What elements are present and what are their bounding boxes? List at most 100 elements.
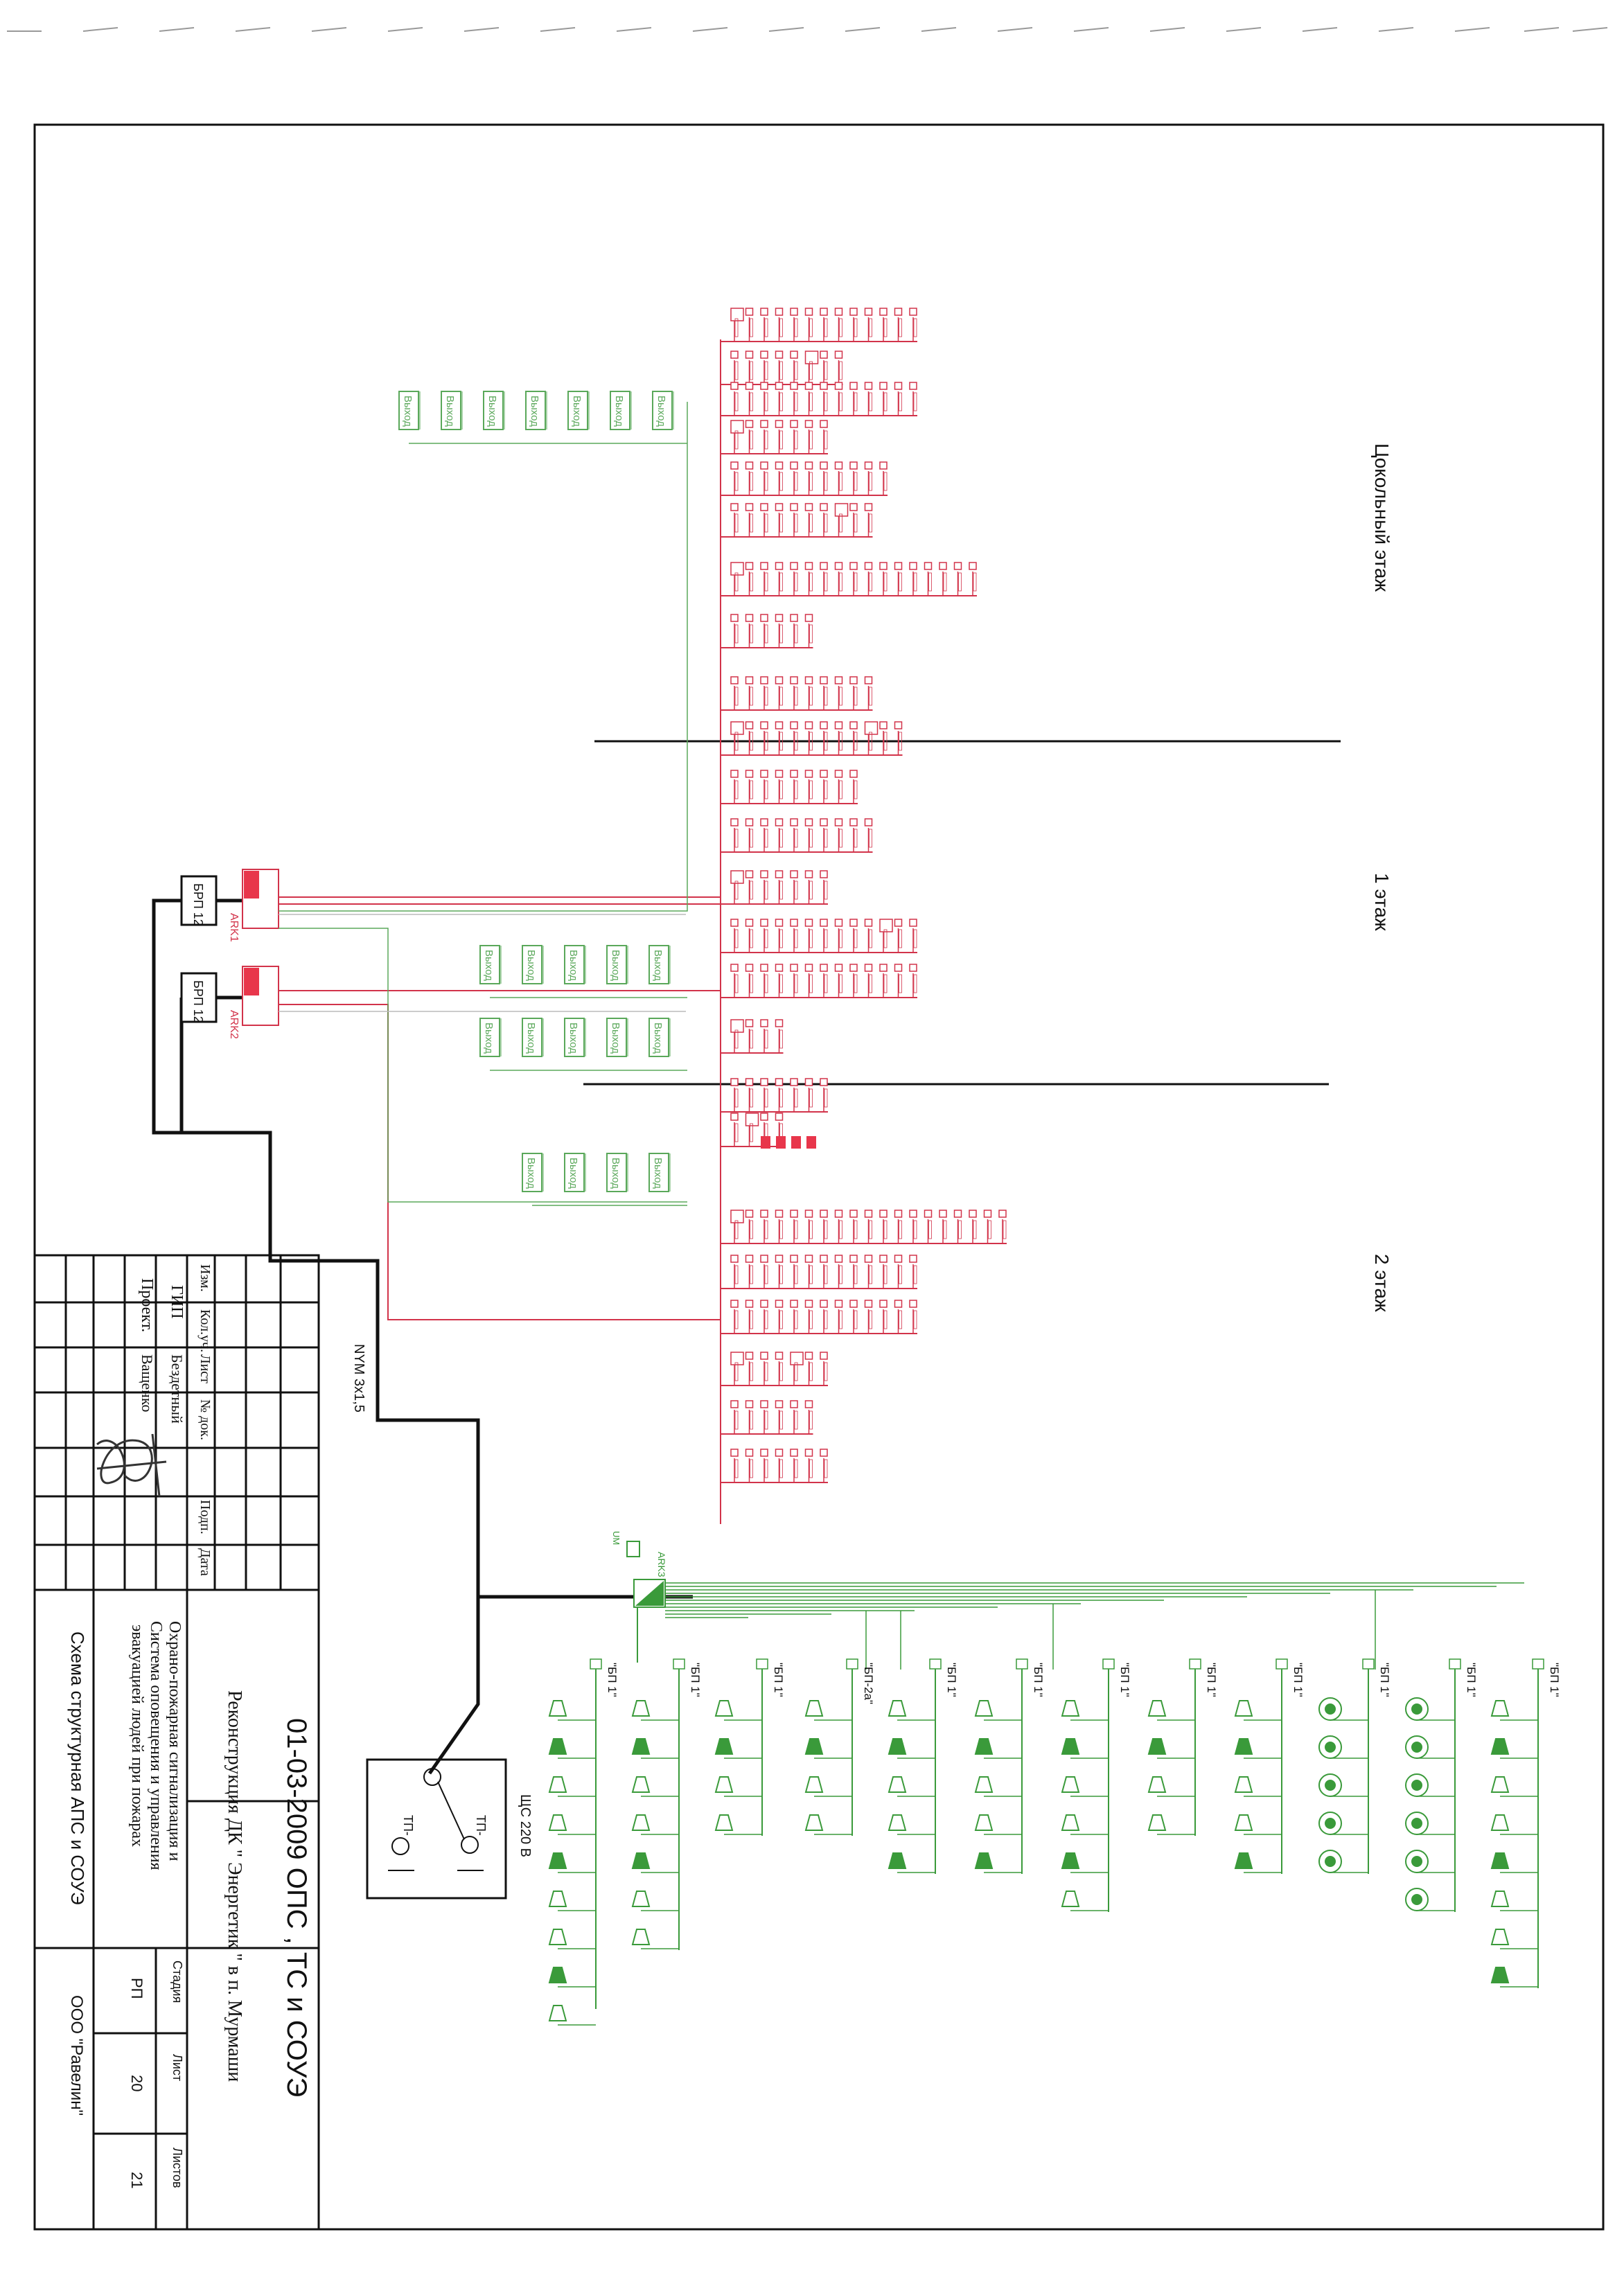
um-label: UM xyxy=(611,1531,621,1545)
exit-sign-label: Выход xyxy=(567,1023,579,1054)
speaker-branch-label: "БП 1" xyxy=(1378,1663,1391,1697)
exit-sign-box xyxy=(648,1153,669,1192)
exit-sign-box xyxy=(648,945,669,984)
exit-sign-box xyxy=(564,1153,585,1192)
exit-sign-label: Выход xyxy=(610,1158,621,1189)
exit-sign-box xyxy=(606,945,627,984)
fire-loop-4 xyxy=(721,420,828,454)
red-module xyxy=(791,1136,801,1149)
fire-loop-15 xyxy=(721,964,917,998)
drawing-frame xyxy=(33,123,1605,2231)
exit-sign-label: Выход xyxy=(613,396,625,427)
exit-sign-box xyxy=(564,1018,585,1057)
speaker-branch-label: "БП 1" xyxy=(1032,1663,1045,1697)
fire-loop-8 xyxy=(721,614,813,648)
exit-sign-label: Выход xyxy=(483,950,495,981)
speaker-branch-5 xyxy=(888,1658,942,1874)
speaker-branch-label: "БП 1" xyxy=(1205,1663,1218,1697)
exit-sign-label: Выход xyxy=(567,950,579,981)
speaker-branch-9 xyxy=(1234,1658,1288,1874)
fire-loop-23 xyxy=(721,1400,813,1435)
exit-sign-label: Выход xyxy=(652,1158,664,1189)
col-sign: Подп. xyxy=(197,1500,213,1534)
sheet-label: Лист xyxy=(170,2054,184,2081)
speaker-branch-label: "БП 1" xyxy=(689,1663,702,1697)
role-gip: ГИП xyxy=(168,1285,186,1319)
exit-sign-box xyxy=(479,945,500,984)
description-line-2: Система оповещения и управления xyxy=(147,1621,165,1870)
speaker-branch-7 xyxy=(1061,1658,1115,1912)
exit-sign-label: Выход xyxy=(402,396,414,427)
speaker-branch-label: "БП 1" xyxy=(1548,1663,1561,1697)
project-title: Реконструкция ДК " Энергетик " в п. Мурм… xyxy=(224,1690,245,2082)
exit-sign-box xyxy=(564,945,585,984)
exit-sign-box xyxy=(606,1153,627,1192)
fire-loop-14 xyxy=(721,919,917,953)
speaker-branch-label: "БП 1" xyxy=(772,1663,785,1697)
exit-sign-label: Выход xyxy=(529,396,540,427)
exit-sign-box xyxy=(441,391,461,430)
red-module xyxy=(761,1136,770,1149)
ark2-label: ARK2 xyxy=(228,1010,240,1039)
speaker-branch-2 xyxy=(631,1658,685,1950)
exit-sign-label: Выход xyxy=(444,396,456,427)
sheets-label: Листов xyxy=(170,2148,184,2188)
company-name: ООО "Равелин" xyxy=(67,1995,86,2116)
exit-boxes-layer xyxy=(398,391,687,1206)
ark3-label: ARK3 xyxy=(656,1552,667,1577)
fire-loop-7 xyxy=(721,562,977,596)
power-panel-box xyxy=(366,1758,507,1900)
um-box xyxy=(626,1541,640,1557)
floor-label-first: 1 этаж xyxy=(1371,873,1393,931)
exit-sign-box xyxy=(610,391,630,430)
red-module xyxy=(776,1136,786,1149)
speaker-branch-label: "БП 1" xyxy=(1291,1663,1305,1697)
title-block-grid xyxy=(33,1254,320,2231)
name-designer: Ващенко xyxy=(139,1354,156,1413)
role-designer: Проект. xyxy=(138,1278,156,1332)
exit-sign-box xyxy=(525,391,546,430)
speaker-branch-labels: "БП 1""БП 1""БП 1""БП-2а""БП 1""БП 1""БП… xyxy=(606,1663,1561,1704)
brp-label-1: БРП 12 xyxy=(191,883,205,926)
floor-label-second: 2 этаж xyxy=(1371,1254,1393,1312)
fire-loop-3 xyxy=(721,382,917,416)
exit-sign-box xyxy=(522,945,542,984)
power-panel-tp1: ТП- xyxy=(474,1815,488,1836)
exit-sign-label: Выход xyxy=(525,1158,537,1189)
col-date: Дата xyxy=(197,1548,213,1576)
fire-loop-16 xyxy=(721,1019,784,1054)
speaker-branch-4 xyxy=(804,1658,858,1836)
fire-loop-11 xyxy=(721,770,858,804)
fire-loop-13 xyxy=(721,870,828,905)
exit-sign-box xyxy=(522,1018,542,1057)
fire-loop-24 xyxy=(721,1449,828,1483)
speaker-branch-10 xyxy=(1318,1658,1375,1874)
speaker-branch-label: "БП 1" xyxy=(1118,1663,1131,1697)
name-gip: Бездетный xyxy=(168,1354,186,1424)
fire-loop-18 xyxy=(721,1113,784,1147)
fire-loops-layer xyxy=(721,308,1007,1483)
sheet-value: 20 xyxy=(128,2075,145,2091)
fire-loop-1 xyxy=(721,308,917,342)
red-module xyxy=(806,1136,816,1149)
exit-sign-label: Выход xyxy=(652,950,664,981)
fire-loop-10 xyxy=(721,721,903,756)
exit-sign-label: Выход xyxy=(525,1023,537,1054)
exit-sign-label: Выход xyxy=(567,1158,579,1189)
fire-loop-9 xyxy=(721,676,873,711)
cable-label: NYM 3x1,5 xyxy=(351,1344,367,1413)
exit-sign-label: Выход xyxy=(655,396,667,427)
ark1-label: ARK1 xyxy=(228,913,240,942)
exit-sign-box xyxy=(479,1018,500,1057)
col-list: Лист xyxy=(197,1354,213,1383)
trunk-cables xyxy=(152,899,693,1775)
exit-sign-label: Выход xyxy=(652,1023,664,1054)
fire-loop-21 xyxy=(721,1300,917,1334)
sheets-value: 21 xyxy=(128,2172,145,2188)
power-panel-title: ЩС 220 В xyxy=(518,1794,533,1857)
exit-sign-label: Выход xyxy=(571,396,583,427)
speaker-branch-label: "БП 1" xyxy=(945,1663,958,1697)
power-panel-tp2: ТП- xyxy=(401,1815,415,1836)
